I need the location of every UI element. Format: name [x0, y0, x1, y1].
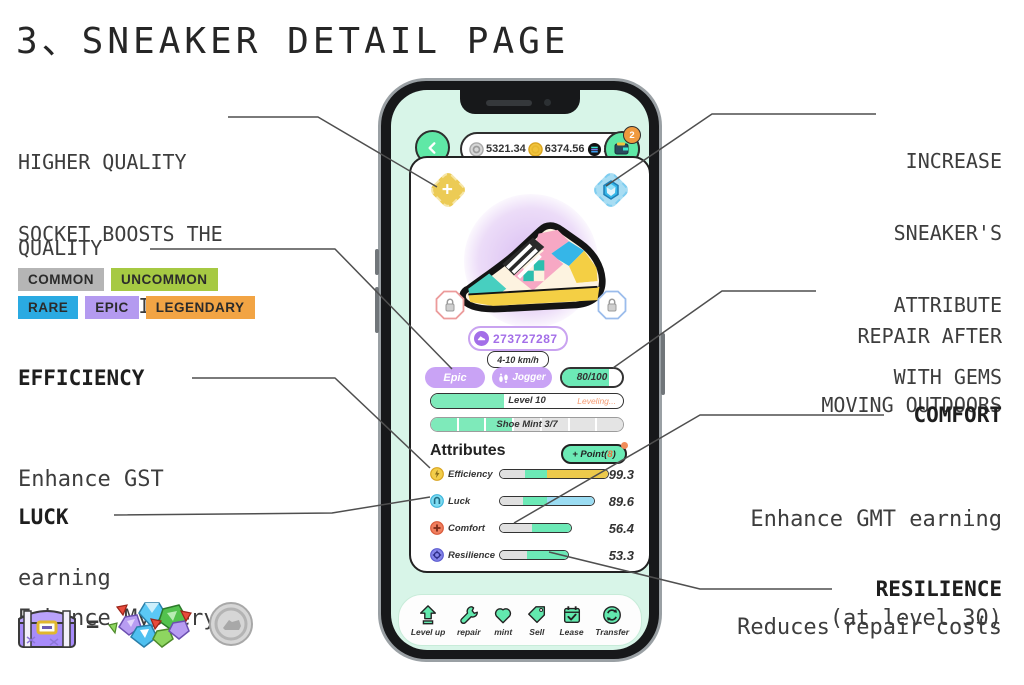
action-bar: Level up repair mint [398, 594, 642, 646]
luck-icon [430, 494, 444, 508]
calendar-check-icon [563, 605, 580, 623]
comfort-desc: Enhance GMT earning (at level 30) [750, 507, 1002, 631]
transfer-icon [603, 605, 622, 624]
badge-epic: EPIC [85, 296, 139, 319]
wallet-icon [614, 142, 629, 155]
phone-power-button [661, 333, 665, 395]
attribute-row-luck: Luck 89.6 [430, 492, 642, 510]
gst-balance: 5321.34 [469, 141, 526, 157]
comfort-title: COMFORT [913, 403, 1002, 427]
gems-pile-icon [108, 602, 193, 648]
sneaker-id-icon [474, 331, 489, 346]
note-repair: REPAIR AFTER MOVING OUTDOORS [821, 324, 1002, 417]
repair-button[interactable]: repair [457, 604, 481, 637]
tag-icon [527, 605, 545, 623]
note-increase-attribute: INCREASE SNEAKER'S ATTRIBUTE WITH GEMS [893, 149, 1002, 389]
badge-uncommon: UNCOMMON [111, 268, 218, 291]
comfort-icon [430, 521, 444, 535]
sneaker-id-pill: 273727287 [468, 326, 568, 351]
durability-fill [562, 369, 609, 386]
sneaker-card: + [409, 156, 649, 573]
speed-range-badge: 4-10 km/h [487, 351, 549, 368]
chevron-left-icon [428, 141, 435, 154]
quality-label: QUALITY [18, 236, 103, 260]
efficiency-desc: Enhance GST earning [18, 467, 164, 591]
resilience-bar [499, 550, 569, 560]
add-point-button[interactable]: + Point(8) [561, 442, 628, 464]
gem-socket-empty[interactable]: + [428, 170, 468, 210]
mystery-box-equation: = [16, 595, 255, 653]
efficiency-bar [499, 469, 609, 479]
point-notification-dot [621, 442, 628, 449]
level-up-icon [420, 604, 437, 624]
page-title: 3、SNEAKER DETAIL PAGE [16, 21, 570, 62]
phone-volume-button [375, 249, 379, 275]
shoe-mint-bar: Shoe Mint 3/7 [430, 417, 624, 432]
attributes-heading: Attributes [430, 442, 506, 459]
efficiency-title: EFFICIENCY [18, 366, 145, 390]
silver-coin-icon [209, 602, 254, 646]
gmt-coin-icon [528, 141, 543, 157]
quality-badges-row-1: COMMON UNCOMMON [18, 268, 218, 291]
lease-button[interactable]: Lease [559, 604, 584, 637]
luck-bar [499, 496, 595, 506]
locked-socket-left[interactable] [435, 290, 465, 320]
phone-mockup: 5321.34 6374.56 23.45 [375, 78, 665, 662]
resilience-title: RESILIENCE [875, 577, 1002, 601]
sol-coin-icon [587, 142, 601, 156]
efficiency-icon [430, 467, 444, 481]
app-screen: 5321.34 6374.56 23.45 [391, 90, 649, 650]
blue-gem-icon [603, 180, 619, 200]
luck-title: LUCK [18, 505, 69, 529]
resilience-desc: Reduces repair costs [737, 615, 1002, 640]
attribute-row-comfort: Comfort 56.4 [430, 519, 642, 537]
resilience-icon [430, 548, 444, 562]
sneaker-image [459, 222, 606, 313]
level-up-button[interactable]: Level up [411, 604, 445, 637]
quality-badges-row-2: RARE EPIC LEGENDARY [18, 296, 255, 319]
level-progress-bar: Level 10 Leveling... [430, 393, 624, 409]
treasure-chest-icon [18, 610, 76, 648]
quality-badge-epic: Epic [425, 367, 485, 388]
attribute-row-efficiency: Efficiency 99.3 [430, 465, 642, 483]
phone-volume-button-2 [375, 287, 379, 333]
gmt-balance: 6374.56 [528, 141, 585, 157]
badge-legendary: LEGENDARY [145, 296, 255, 319]
locked-socket-right[interactable] [597, 290, 627, 320]
camera-dot [544, 99, 551, 106]
equals-sign: = [86, 611, 100, 637]
level-progress-fill [431, 394, 504, 408]
comfort-bar [499, 523, 572, 533]
badge-common: COMMON [18, 268, 104, 291]
transfer-button[interactable]: Transfer [595, 604, 629, 637]
wallet-notification-badge: 2 [623, 126, 641, 144]
mint-button[interactable]: mint [492, 604, 514, 637]
gem-socket-filled[interactable] [591, 170, 631, 210]
note-socket-quality: HIGHER QUALITY SOCKET BOOSTS THE GEM'S A… [18, 150, 223, 318]
badge-rare: RARE [18, 296, 79, 319]
heart-icon [495, 607, 512, 623]
leveling-status: Leveling... [577, 396, 616, 406]
footprints-icon [499, 373, 509, 383]
sell-button[interactable]: Sell [526, 604, 548, 637]
wrench-icon [459, 605, 478, 624]
durability-badge: 80/100 [560, 367, 624, 388]
gst-coin-icon [469, 141, 484, 157]
phone-notch [460, 90, 580, 114]
sneaker-type-badge: Jogger [492, 367, 552, 388]
attribute-row-resilience: Resilience 53.3 [430, 546, 642, 564]
